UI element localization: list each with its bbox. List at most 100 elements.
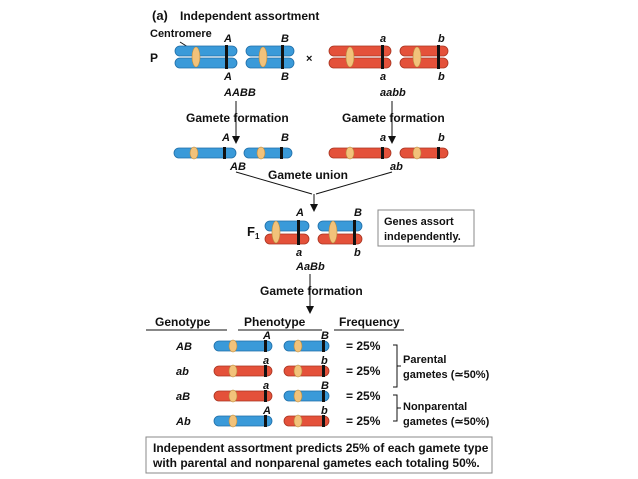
row-genotype: Ab [175,416,191,428]
gene-locus-band [381,45,384,69]
centromere [345,46,355,68]
gene-locus-band [281,45,284,69]
footer-box [145,436,493,474]
f1-chromosomes: A B a b AaBb [264,207,363,273]
centromere [228,339,238,353]
centromere [293,414,303,428]
parent-genotype-dominant: AABB [223,87,256,99]
header-phenotype: Phenotype [244,315,306,329]
centromere [228,389,238,403]
allele-label: b [438,33,445,45]
nonparental-bracket [393,394,401,422]
gene-locus-band [297,220,300,245]
row-genotype: ab [176,366,189,378]
chromosome [317,233,363,245]
gene-locus-band [280,147,283,159]
gamete-formation-label-left: Gamete formation [186,111,289,125]
centromere [256,146,266,160]
gamete-dominant: A B AB [173,132,293,173]
allele-label: a [380,132,386,144]
allele-label: B [321,380,329,392]
centromere [293,389,303,403]
allele-label: a [296,247,302,259]
centromere [293,364,303,378]
chromosome [213,390,273,402]
allele-label: a [380,71,386,83]
p-generation-label: P [150,51,158,65]
gene-locus-band [381,147,384,159]
gamete-formation-label-right: Gamete formation [342,111,445,125]
footer-line1: Independent assortment predicts 25% of e… [153,441,489,455]
parent-genotype-recessive: aabb [380,87,406,99]
chromosome [264,233,310,245]
chromosome [173,147,237,159]
panel-letter: (a) [152,8,168,23]
allele-label: B [321,330,329,342]
centromere [191,46,201,68]
gamete-genotype-dominant: AB [229,161,246,173]
centromere [189,146,199,160]
allele-label: A [221,132,230,144]
row-genotype: AB [175,341,192,353]
chromosome [399,45,449,57]
parental-label-line2: gametes (≃50%) [403,369,490,381]
row-frequency: = 25% [346,414,381,428]
allele-label: b [321,405,328,417]
header-frequency: Frequency [339,315,400,329]
f1-genotype: AaBb [295,261,325,273]
gene-locus-band [225,45,228,69]
parental-label: Parental [403,354,446,366]
assort-note-line2: independently. [384,231,461,243]
chromosome [399,57,449,69]
gene-locus-band [322,365,325,377]
chromosome [213,415,273,427]
centromere [228,414,238,428]
gamete-genotype-recessive: ab [390,161,403,173]
gene-locus-band [437,147,440,159]
union-line-left [235,171,313,195]
centromere [228,364,238,378]
gamete-recessive: a b ab [328,132,449,173]
allele-label: b [438,71,445,83]
allele-label: a [380,33,386,45]
centromere [328,220,338,244]
allele-label: B [281,71,289,83]
row-genotype: aB [176,391,190,403]
allele-label: A [295,207,304,219]
parent-recessive-chromosomes: a b a b aabb [328,33,449,99]
allele-label: A [223,71,232,83]
chromosome [328,45,392,57]
row-frequency: = 25% [346,364,381,378]
centromere [412,146,422,160]
centromere-label: Centromere [150,28,212,40]
union-line-right [315,171,393,195]
allele-label: a [263,355,269,367]
chromosome-pair-a-locus [328,45,392,69]
centromere [345,146,355,160]
chromosome [399,147,449,159]
footer-line2: with parental and nonparenal gametes eac… [152,456,480,470]
chromosome [213,365,273,377]
row-frequency: = 25% [346,389,381,403]
gene-locus-band [264,415,267,427]
centromere [293,339,303,353]
allele-label: A [223,33,232,45]
diagram-title: Independent assortment [180,9,319,23]
gene-locus-band [353,220,356,245]
allele-label: B [281,132,289,144]
assort-note-line1: Genes assort [384,216,454,228]
assort-note-box [377,209,475,247]
chromosome [245,45,295,57]
gamete-formation-label-f1: Gamete formation [260,284,363,298]
allele-label: B [354,207,362,219]
nonparental-label: Nonparental [403,401,467,413]
parental-bracket [393,344,401,388]
allele-label: b [354,247,361,259]
row-frequency: = 25% [346,339,381,353]
gene-locus-band [223,147,226,159]
allele-label: b [321,355,328,367]
